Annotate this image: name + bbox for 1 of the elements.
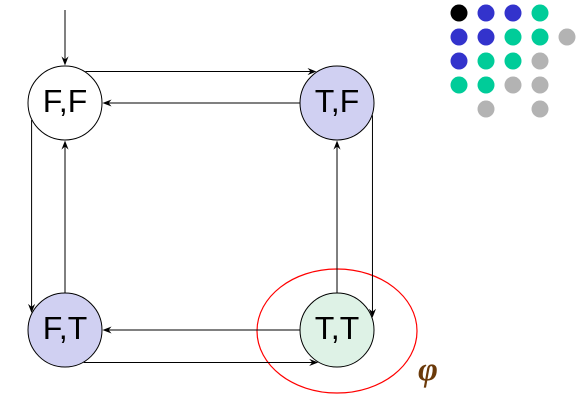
formula-symbol: φ bbox=[418, 364, 437, 388]
